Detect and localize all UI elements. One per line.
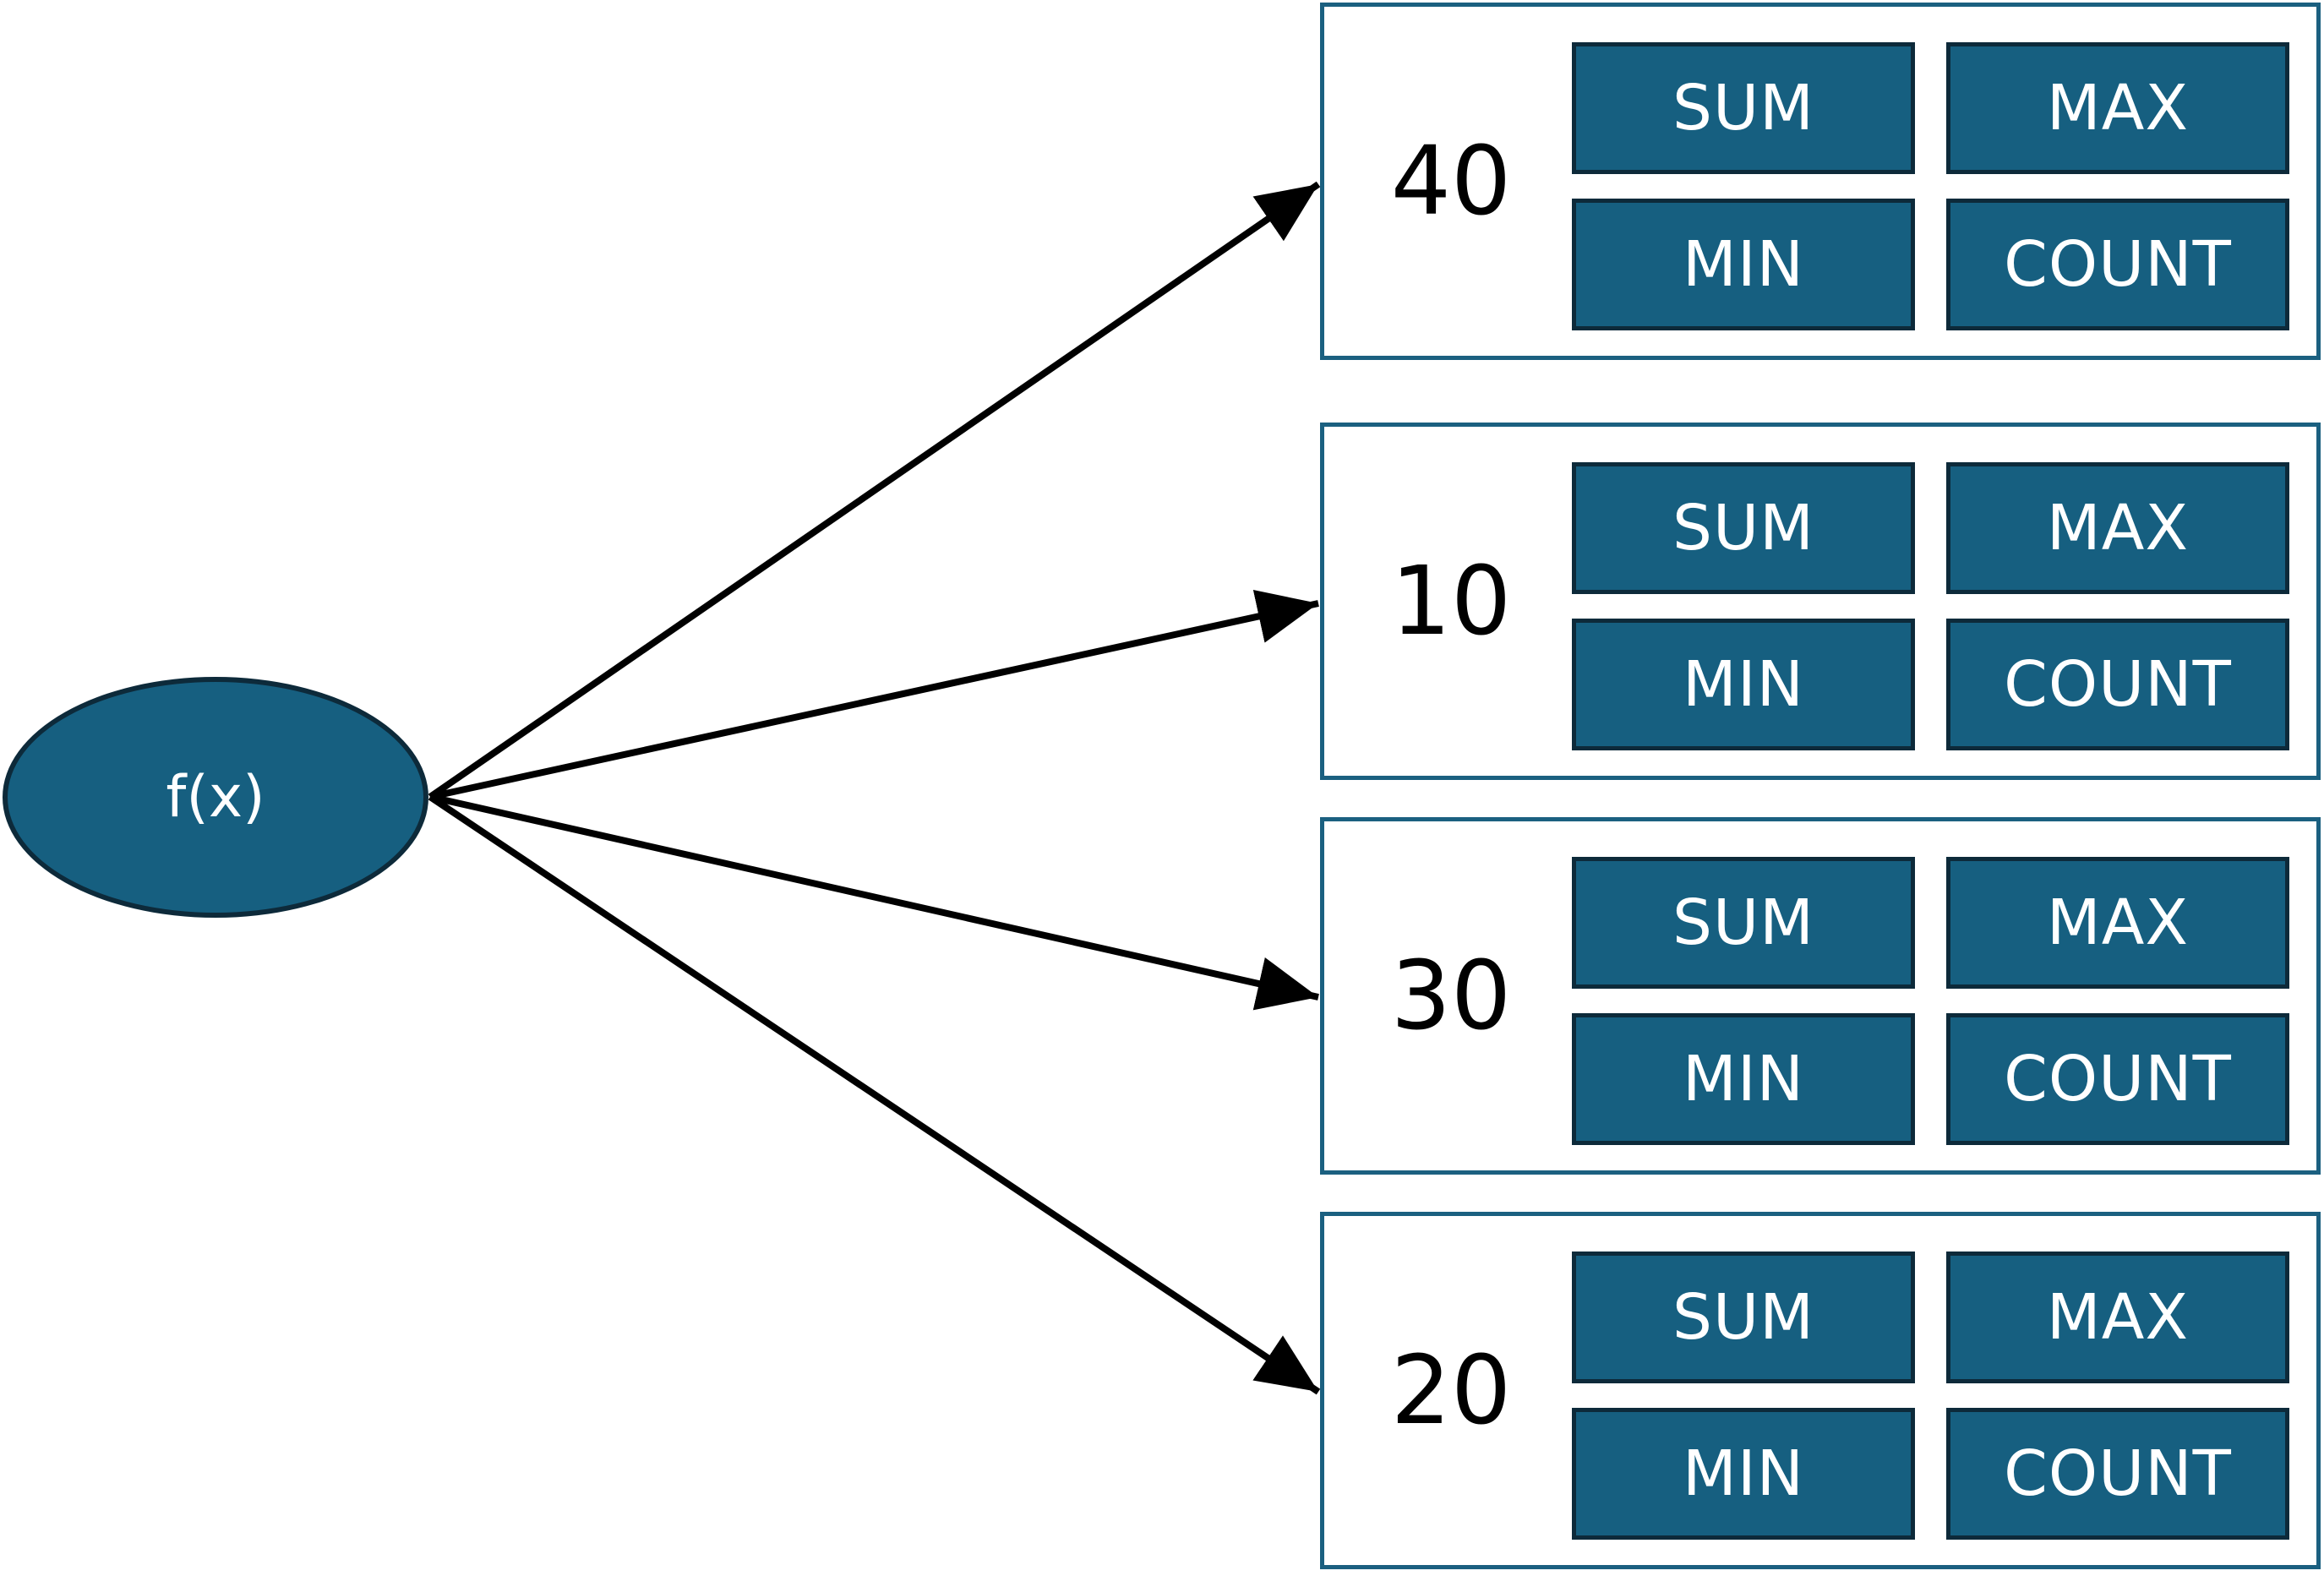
edge-to-group-30: [429, 793, 1319, 1011]
min-box: MIN: [1572, 619, 1915, 750]
function-node: f(x): [3, 677, 428, 918]
group-value: 30: [1390, 941, 1512, 1051]
count-box: COUNT: [1946, 1013, 2289, 1145]
min-box: MIN: [1572, 1013, 1915, 1145]
edge-to-group-20: [428, 793, 1321, 1395]
count-box: COUNT: [1946, 619, 2289, 750]
group-box: 30 SUM MAX MIN COUNT: [1320, 817, 2321, 1175]
sum-box: SUM: [1572, 857, 1915, 989]
sum-box: SUM: [1572, 462, 1915, 594]
min-box: MIN: [1572, 199, 1915, 330]
max-box: MAX: [1946, 1252, 2289, 1383]
group-value: 40: [1390, 126, 1512, 237]
group-value: 10: [1390, 546, 1512, 657]
group-box: 20 SUM MAX MIN COUNT: [1320, 1212, 2321, 1569]
edge-to-group-40: [428, 181, 1321, 800]
max-box: MAX: [1946, 42, 2289, 174]
function-node-label: f(x): [166, 764, 265, 831]
edge-to-group-10: [429, 590, 1319, 800]
count-box: COUNT: [1946, 1408, 2289, 1540]
group-box: 10 SUM MAX MIN COUNT: [1320, 423, 2321, 780]
min-box: MIN: [1572, 1408, 1915, 1540]
max-box: MAX: [1946, 857, 2289, 989]
group-box: 40 SUM MAX MIN COUNT: [1320, 3, 2321, 360]
count-box: COUNT: [1946, 199, 2289, 330]
sum-box: SUM: [1572, 42, 1915, 174]
sum-box: SUM: [1572, 1252, 1915, 1383]
group-value: 20: [1390, 1335, 1512, 1446]
max-box: MAX: [1946, 462, 2289, 594]
